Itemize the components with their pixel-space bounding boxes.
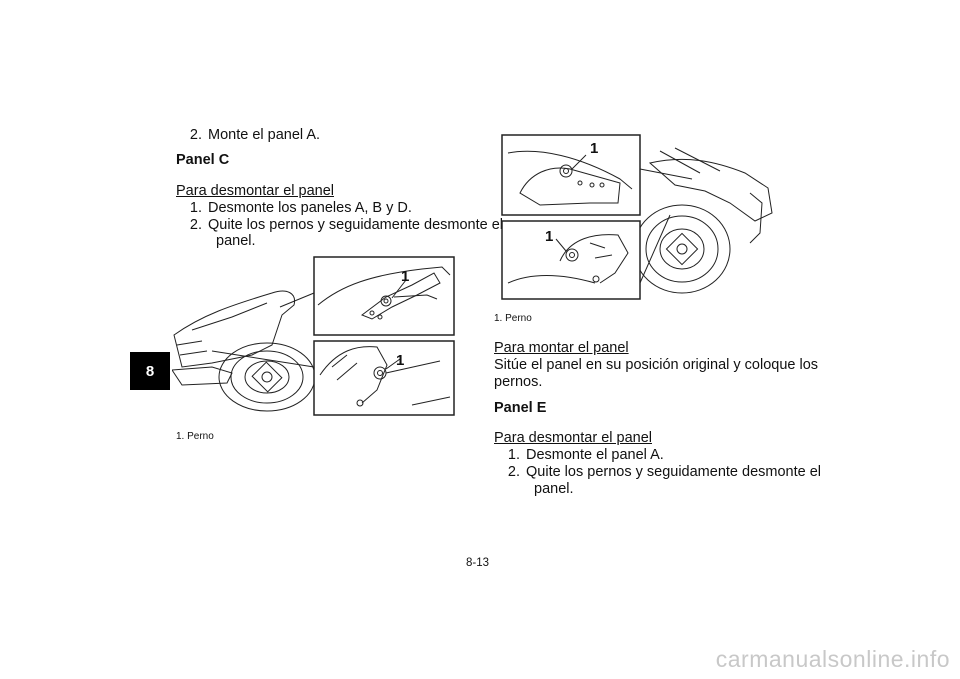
caption-left: 1. Perno xyxy=(176,431,214,442)
caption-right: 1. Perno xyxy=(494,313,532,324)
figure-panel-c: 1 1 xyxy=(172,256,455,416)
callout-1-top-right: 1 xyxy=(590,140,598,157)
callout-1-top: 1 xyxy=(401,268,409,285)
step-2-c-cont: panel. xyxy=(216,233,256,249)
heading-panel-e: Panel E xyxy=(494,400,547,416)
step-monte-panel: 2.Monte el panel A. xyxy=(189,127,321,143)
step-2-e: 2.Quite los pernos y seguidamente desmon… xyxy=(507,464,822,480)
step-1-e: 1.Desmonte el panel A. xyxy=(507,447,664,463)
step-2-c: 2.Quite los pernos y seguidamente desmon… xyxy=(189,217,504,233)
callout-1-bottom-right: 1 xyxy=(545,228,553,245)
heading-panel-c: Panel C xyxy=(176,152,230,168)
step-1-c: 1.Desmonte los paneles A, B y D. xyxy=(189,200,412,216)
subheading-desmontar-c: Para desmontar el panel xyxy=(176,183,334,199)
watermark[interactable]: carmanualsonline.info xyxy=(715,646,950,672)
callout-1-bottom: 1 xyxy=(396,352,404,369)
subheading-montar: Para montar el panel xyxy=(494,340,629,356)
montar-line-2: pernos. xyxy=(494,374,543,390)
page-number: 8-13 xyxy=(466,557,490,569)
montar-line-1: Sitúe el panel en su posición original y… xyxy=(494,357,819,373)
chapter-tab: 8 xyxy=(130,352,170,390)
figure-panel-d: 1 1 xyxy=(501,134,773,300)
subheading-desmontar-e: Para desmontar el panel xyxy=(494,430,652,446)
step-2-e-cont: panel. xyxy=(534,481,574,497)
